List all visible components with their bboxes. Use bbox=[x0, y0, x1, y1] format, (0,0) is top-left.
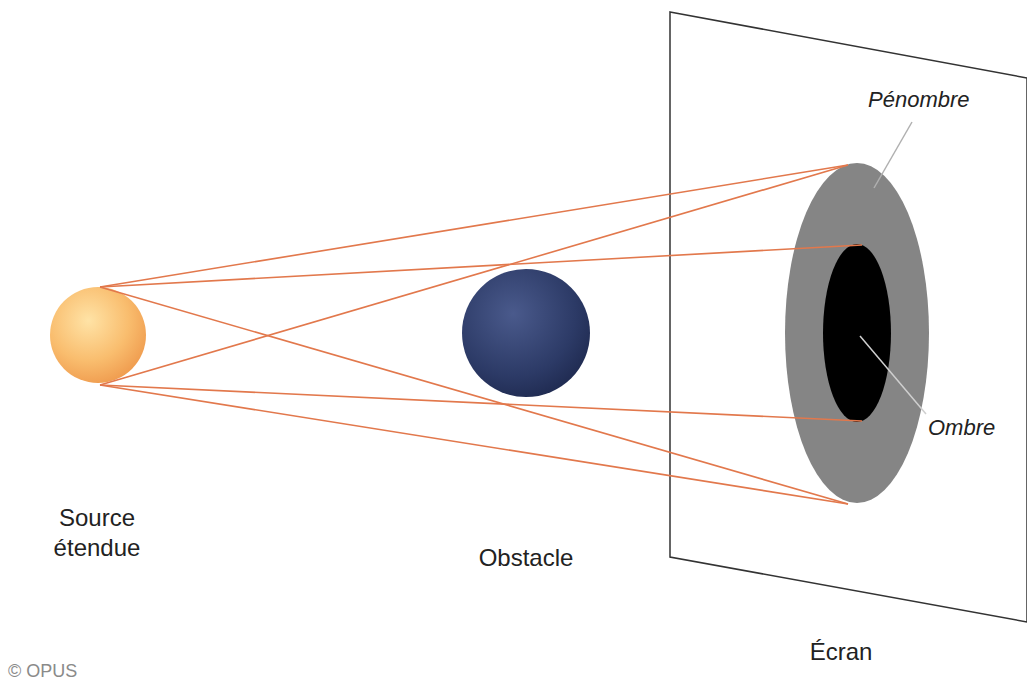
light-ray bbox=[100, 287, 848, 504]
umbra-label: Ombre bbox=[928, 414, 1020, 442]
leader-line bbox=[860, 336, 926, 414]
penumbra-label: Pénombre bbox=[868, 86, 1018, 114]
light-source bbox=[50, 287, 146, 383]
light-ray bbox=[100, 245, 862, 287]
light-rays bbox=[100, 165, 862, 504]
light-ray bbox=[100, 385, 862, 421]
screen-label: Écran bbox=[761, 637, 921, 667]
obstacle-sphere bbox=[462, 269, 590, 397]
umbra-ellipse bbox=[823, 244, 891, 422]
leader-line bbox=[874, 122, 912, 188]
copyright-note: © OPUS bbox=[8, 660, 148, 683]
penumbra-ellipse bbox=[785, 163, 929, 503]
obstacle-label: Obstacle bbox=[446, 543, 606, 573]
screen-plane bbox=[670, 12, 1027, 622]
source-label: Source étendue bbox=[42, 503, 152, 563]
light-ray bbox=[100, 165, 848, 287]
light-ray bbox=[100, 165, 848, 385]
